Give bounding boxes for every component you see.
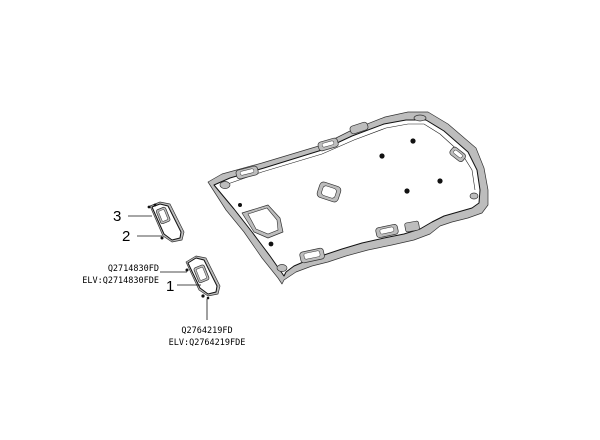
part-code-upper-elv: ELV:Q2714830FDE xyxy=(82,276,159,286)
callout-3: 3 xyxy=(113,208,121,225)
sun-visor-upper xyxy=(147,201,185,243)
headliner-clips xyxy=(219,114,479,272)
callout-1: 1 xyxy=(166,278,174,295)
leader-lines xyxy=(128,215,208,320)
headliner-mount-holes xyxy=(238,138,443,247)
sun-visor-lower xyxy=(185,255,221,300)
part-code-upper: Q2714830FD xyxy=(108,264,159,274)
headliner-surface xyxy=(213,119,481,277)
headliner-inner-edge xyxy=(221,123,476,191)
headliner-panel xyxy=(207,111,489,285)
part-code-lower-elv: ELV:Q2764219FDE xyxy=(169,338,246,348)
part-code-lower: Q2764219FD xyxy=(181,326,232,336)
callout-2: 2 xyxy=(122,228,130,245)
